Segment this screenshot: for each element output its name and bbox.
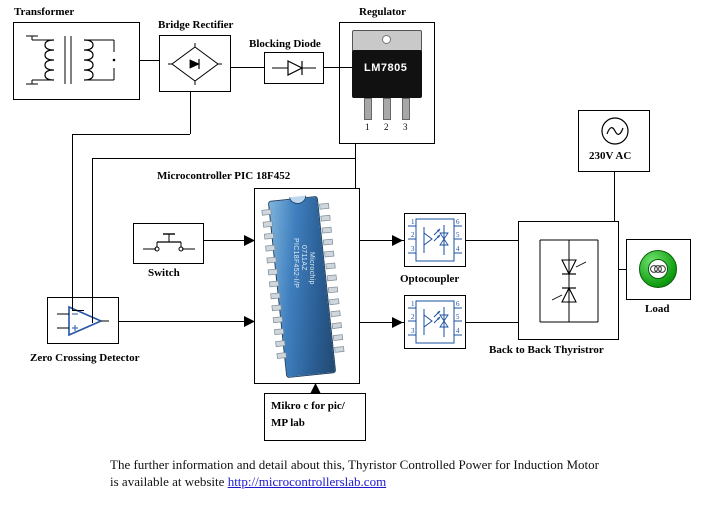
- svg-text:6: 6: [456, 218, 460, 226]
- svg-text:5: 5: [456, 313, 460, 321]
- footer-line-2-prefix: is available at website: [110, 474, 228, 489]
- wire-diode-to-regulator: [324, 67, 352, 68]
- motor-coil-detail: [648, 259, 668, 279]
- transformer-label: Transformer: [14, 6, 75, 18]
- svg-text:4: 4: [456, 245, 460, 253]
- ac-source-icon: [600, 116, 630, 146]
- svg-text:4: 4: [456, 327, 460, 335]
- diode-icon: [272, 58, 316, 78]
- regulator-label: Regulator: [359, 6, 407, 18]
- ac-source-label: 230V AC: [589, 150, 632, 162]
- switch-block: [133, 223, 204, 264]
- regulator-pin-1: [364, 98, 372, 120]
- wire-transformer-to-rectifier: [140, 60, 159, 61]
- regulator-pin-3-number: 3: [403, 122, 408, 132]
- wire-optocoupler-bottom-to-thyristor: [466, 322, 518, 323]
- mikro-c-block: [264, 393, 366, 441]
- svg-text:2: 2: [411, 313, 415, 321]
- push-button-icon: [143, 230, 195, 256]
- wire-rectifier-branch-left: [72, 134, 190, 135]
- wire-mcu-to-optocoupler-top: [360, 240, 404, 241]
- svg-text:3: 3: [411, 245, 415, 253]
- svg-text:1: 1: [411, 300, 415, 308]
- thyristor-icon: [528, 232, 610, 330]
- wire-regulator-down: [355, 144, 356, 188]
- optocoupler-icon: 1 2 3 6 5 4: [404, 213, 466, 267]
- optocoupler-icon-2: 1 2 3 6 5 4: [404, 295, 466, 349]
- optocoupler-label: Optocoupler: [400, 273, 460, 285]
- regulator-pin-3: [402, 98, 410, 120]
- switch-label: Switch: [148, 267, 180, 279]
- op-amp-icon: [57, 305, 109, 337]
- wire-mcu-supply-left-down: [92, 158, 93, 323]
- wire-thyristor-to-load: [619, 269, 626, 270]
- wire-rectifier-down: [190, 92, 191, 134]
- load-label: Load: [645, 303, 670, 315]
- regulator-pin-2-number: 2: [384, 122, 389, 132]
- blocking-diode-label: Blocking Diode: [249, 38, 321, 50]
- svg-text:5: 5: [456, 231, 460, 239]
- svg-text:3: 3: [411, 327, 415, 335]
- mikro-c-label-line2: MP lab: [271, 417, 305, 429]
- microcontroller-label: Microcontroller PIC 18F452: [157, 170, 291, 182]
- arrow-mcu-to-optocoupler-bottom: [392, 317, 404, 328]
- wire-regulator-to-mcu-bus: [92, 158, 355, 159]
- wire-ac-source-down: [614, 172, 615, 221]
- wire-rectifier-to-diode: [231, 67, 264, 68]
- arrow-switch-to-mcu: [244, 235, 256, 246]
- regulator-pin-1-number: 1: [365, 122, 370, 132]
- regulator-part-number: LM7805: [364, 62, 408, 74]
- wire-left-bus-down: [72, 134, 73, 310]
- footer-line-2: is available at website http://microcont…: [110, 473, 386, 490]
- chip-marking-line3: Microchip: [308, 252, 315, 285]
- arrow-zcd-to-mcu: [244, 316, 256, 327]
- website-link[interactable]: http://microcontrollerslab.com: [227, 474, 387, 489]
- wire-optocoupler-top-to-thyristor: [466, 240, 518, 241]
- arrow-mcu-to-mikroc: [310, 383, 321, 395]
- zero-crossing-detector-block: [47, 297, 119, 344]
- svg-text:1: 1: [411, 218, 415, 226]
- chip-marking-line1: PIC18F452-I/P: [292, 238, 299, 289]
- wire-left-bus-to-zcd: [72, 310, 84, 311]
- bridge-rectifier-icon: [168, 43, 222, 85]
- regulator-mounting-hole: [382, 35, 391, 44]
- transformer-block: [13, 22, 140, 100]
- chip-marking-line2: 0711AZ: [300, 245, 307, 271]
- back-to-back-thyristor-label: Back to Back Thyristror: [489, 344, 604, 356]
- svg-text:6: 6: [456, 300, 460, 308]
- mikro-c-label-line1: Mikro c for pic/: [271, 400, 345, 412]
- ac-source-block: [578, 110, 650, 172]
- svg-text:2: 2: [411, 231, 415, 239]
- transformer-icon: [22, 30, 132, 92]
- wire-zcd-to-mcu: [119, 321, 254, 322]
- arrow-mcu-to-optocoupler-top: [392, 235, 404, 246]
- regulator-body: [352, 50, 422, 98]
- chip-pins-left: [254, 188, 360, 384]
- regulator-pin-2: [383, 98, 391, 120]
- optocoupler-bottom-block: [404, 295, 466, 349]
- bridge-rectifier-label: Bridge Rectifier: [158, 19, 234, 31]
- zero-crossing-detector-label: Zero Crossing Detector: [30, 352, 140, 364]
- footer-line-1: The further information and detail about…: [110, 457, 599, 472]
- motor-inner-circle: [648, 259, 668, 279]
- wire-mcu-to-optocoupler-bottom: [360, 322, 404, 323]
- wire-switch-to-mcu: [204, 240, 254, 241]
